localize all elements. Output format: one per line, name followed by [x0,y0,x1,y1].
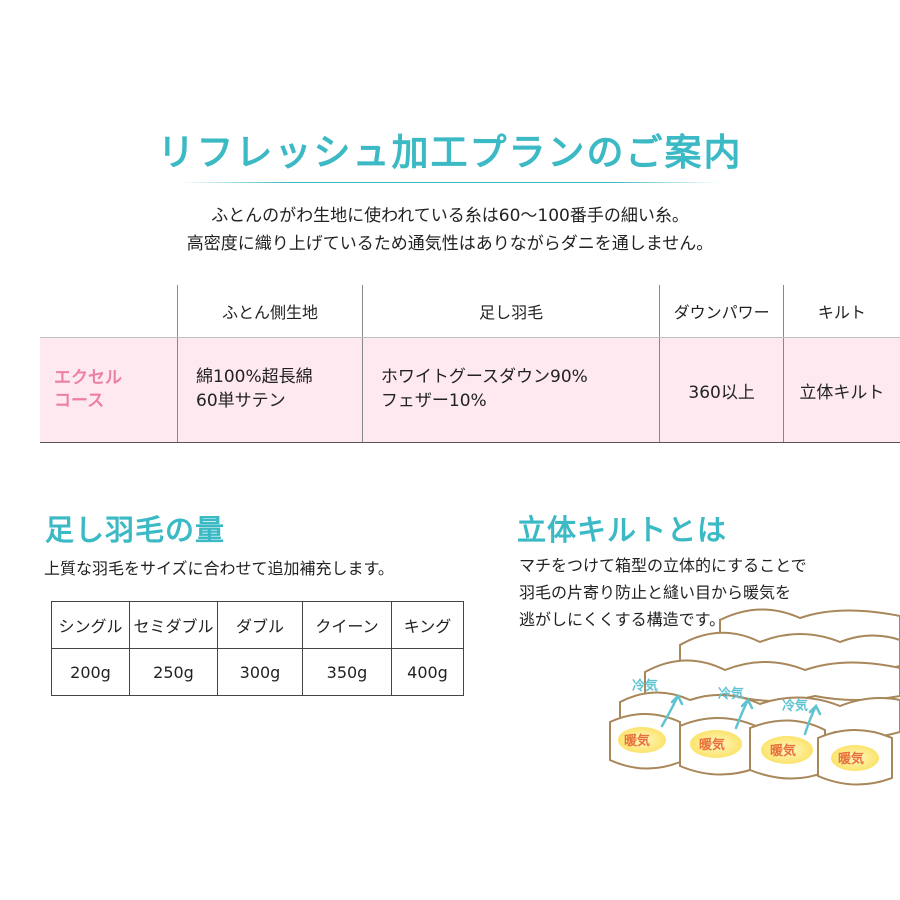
cold-label: 冷気 [632,678,658,694]
quilt-desc-line2: 羽毛の片寄り防止と縫い目から暖気を [519,583,792,602]
quilt-info-description: マチをつけて箱型の立体的にすることで 羽毛の片寄り防止と縫い目から暖気を 逃がし… [519,552,807,633]
warm-label: 暖気 [838,751,864,767]
size-queen: クイーン [302,601,392,649]
down-line1: ホワイトグースダウン90% [380,367,588,388]
plan-header-quilt: キルト [782,285,900,338]
cold-arrow [660,693,684,728]
amount-double: 300g [217,648,303,696]
plan-header-fabric: ふとん側生地 [177,285,363,338]
cold-arrow [734,697,754,730]
size-row: シングル セミダブル ダブル クイーン キング [51,601,464,649]
course-name-cell: エクセル コース [40,337,178,443]
title-underline [180,182,720,183]
plan-header-down-power: ダウンパワー [659,285,784,338]
warm-label: 暖気 [624,733,650,749]
page-title: リフレッシュ加工プランのご案内 [157,131,743,174]
quilt-desc-line3: 逃がしにくくする構造です。 [519,610,726,629]
down-cell: ホワイトグースダウン90% フェザー10% [361,337,660,443]
down-power-cell: 360以上 [659,337,784,443]
quilt-info-title: 立体キルトとは [517,513,728,547]
quilt-illustration: 暖気 暖気 暖気 暖気 冷気 冷気 冷気 [609,608,900,786]
warm-label: 暖気 [770,743,796,759]
plan-header-empty [40,285,178,338]
cold-label: 冷気 [782,698,808,714]
warm-labels: 暖気 暖気 暖気 暖気 [624,733,864,767]
amount-semi-double: 250g [129,648,218,696]
cold-label: 冷気 [718,686,744,702]
warm-air-blob [618,727,666,753]
fabric-cell: 綿100%超長綿 60単サテン [177,337,363,443]
warm-air-blob [761,736,813,764]
size-double: ダブル [217,601,303,649]
amount-single: 200g [51,648,130,696]
size-king: キング [391,601,464,649]
warm-air-blobs [618,727,879,771]
fabric-line2: 60単サテン [196,391,286,411]
down-amount-description: 上質な羽毛をサイズに合わせて追加補充します。 [44,559,394,578]
course-name-line2: コース [54,391,105,411]
warm-air-blob [831,745,879,771]
down-line2: フェザー10% [380,391,487,411]
course-name-line1: エクセル [54,368,122,389]
cold-air-arrows [660,693,822,736]
amount-queen: 350g [302,648,392,696]
plan-table-header-row: ふとん側生地 足し羽毛 ダウンパワー キルト [40,285,900,338]
intro-text-line1: ふとんのがわ生地に使われている糸は60～100番手の細い糸。 [211,206,689,226]
size-single: シングル [51,601,130,649]
plan-table: ふとん側生地 足し羽毛 ダウンパワー キルト エクセル コース 綿100%超長綿… [40,285,900,443]
warm-label: 暖気 [699,737,725,753]
fabric-line1: 綿100%超長綿 [196,367,313,388]
warm-air-blob [690,730,742,758]
down-amount-table: シングル セミダブル ダブル クイーン キング 200g 250g 300g 3… [51,601,464,696]
plan-table-row: エクセル コース 綿100%超長綿 60単サテン ホワイトグースダウン90% フ… [40,337,900,443]
cold-labels: 冷気 冷気 冷気 [632,678,808,714]
amount-row: 200g 250g 300g 350g 400g [51,648,464,696]
quilt-cell: 立体キルト [782,337,900,443]
intro-text-line2: 高密度に織り上げているため通気性はありながらダニを通しません。 [186,234,714,254]
amount-king: 400g [391,648,464,696]
down-amount-title: 足し羽毛の量 [45,513,226,547]
quilt-desc-line1: マチをつけて箱型の立体的にすることで [519,556,807,575]
size-semi-double: セミダブル [129,601,218,649]
plan-header-down: 足し羽毛 [361,285,660,338]
cold-arrow [803,703,822,736]
